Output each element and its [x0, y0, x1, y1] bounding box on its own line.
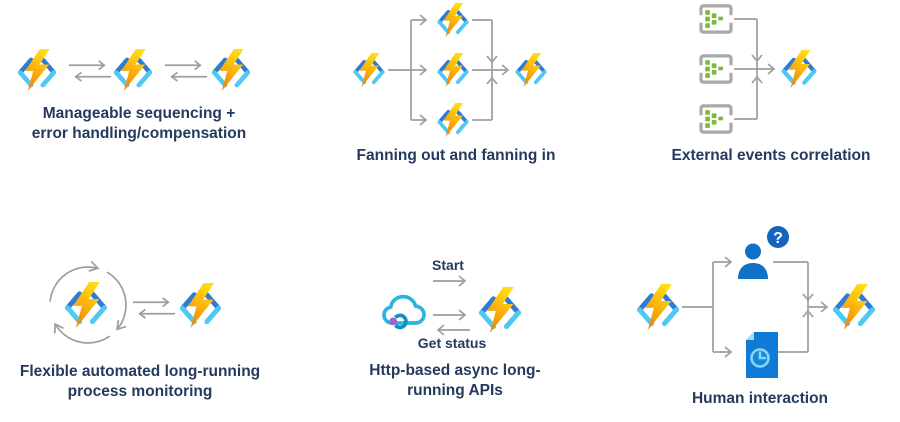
azure-function-icon — [183, 283, 219, 328]
azure-function-icon — [517, 53, 544, 87]
caption-http-async: Http-based async long- running APIs — [369, 362, 541, 399]
event-source-icon — [699, 54, 733, 84]
question-badge-icon: ? — [767, 226, 789, 248]
caption-monitoring: Flexible automated long-running process … — [19, 363, 261, 400]
swap-arrows-icon — [132, 297, 176, 319]
azure-function-icon — [355, 53, 382, 87]
swap-arrows-icon — [68, 60, 112, 82]
start-label: Start — [432, 257, 464, 273]
azure-function-icon — [482, 287, 519, 333]
azure-function-icon — [836, 284, 873, 330]
loop-arrows-icon — [49, 260, 127, 344]
azure-function-icon — [439, 103, 466, 137]
fanning-diagram — [340, 0, 596, 142]
caption-fanning: Fanning out and fanning in — [356, 147, 556, 164]
swap-arrows-icon — [164, 60, 208, 82]
azure-function-icon — [640, 284, 677, 330]
caption-human-interaction: Human interaction — [691, 390, 829, 407]
human-interaction-diagram: ? — [620, 226, 900, 378]
azure-function-icon — [214, 49, 248, 91]
http-async-diagram — [382, 275, 565, 336]
azure-function-icon — [439, 53, 466, 87]
person-icon — [738, 243, 768, 279]
azure-function-icon — [116, 49, 150, 91]
azure-function-icon — [784, 50, 814, 88]
external-events-diagram — [699, 4, 900, 134]
azure-function-icon — [68, 282, 105, 328]
connector-lines — [433, 275, 470, 336]
connector-lines — [734, 18, 776, 120]
azure-function-icon — [20, 49, 54, 91]
connector-lines — [388, 14, 510, 126]
caption-external-events: External events correlation — [671, 147, 871, 164]
sequencing-diagram — [0, 40, 270, 100]
event-source-icon — [699, 104, 733, 134]
azure-function-icon — [439, 3, 466, 37]
document-clock-icon — [746, 332, 778, 378]
caption-sequencing: Manageable sequencing + error handling/c… — [31, 105, 247, 142]
question-mark-glyph: ? — [773, 230, 783, 247]
monitoring-diagram — [49, 260, 230, 344]
cloud-api-icon — [382, 294, 426, 330]
event-source-icon — [699, 4, 733, 34]
get-status-label: Get status — [417, 335, 487, 351]
connector-lines — [682, 256, 829, 358]
